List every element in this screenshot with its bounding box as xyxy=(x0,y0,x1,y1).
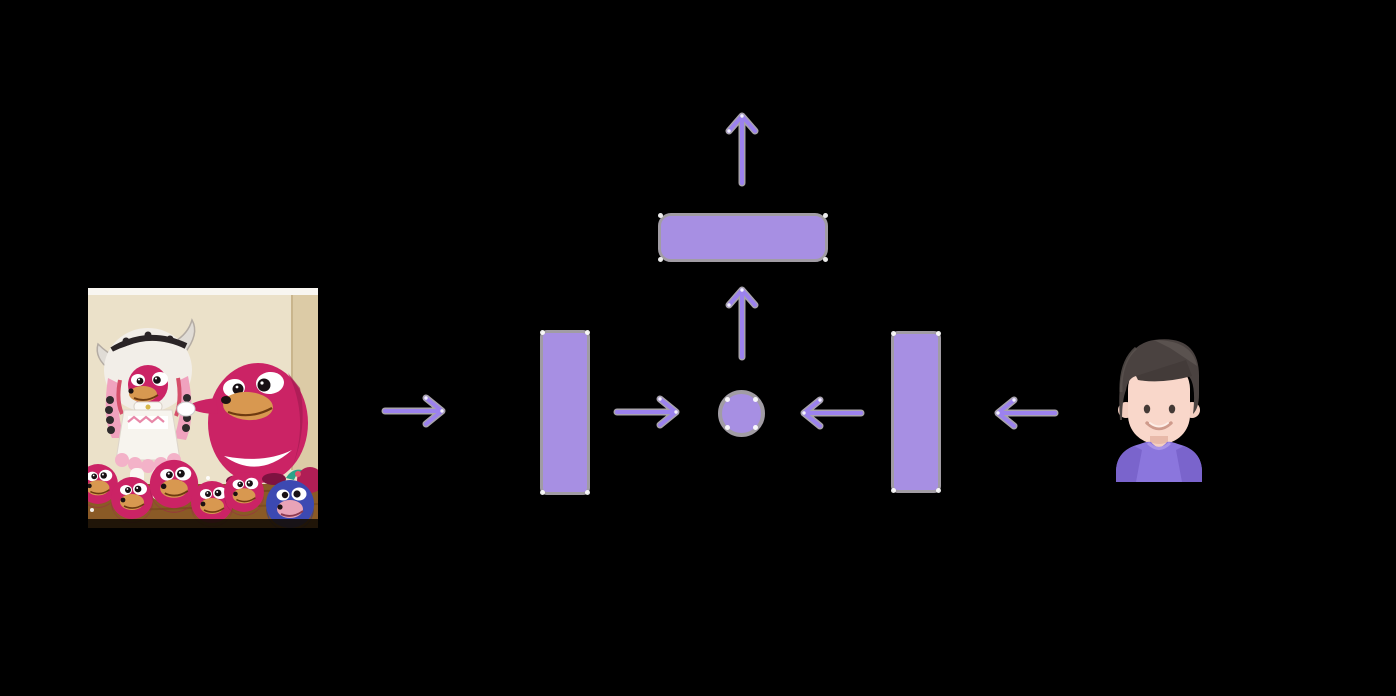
meme-anime-girl xyxy=(96,318,196,500)
handle-dot xyxy=(540,490,545,495)
avatar-shirt xyxy=(1116,441,1202,482)
handle-dot xyxy=(823,213,828,218)
meme-top-strip xyxy=(88,288,318,295)
meme-small-knuckles-group xyxy=(88,458,265,528)
avatar-eye xyxy=(1143,404,1151,414)
handle-dot xyxy=(725,397,730,402)
handle-dot xyxy=(725,425,730,430)
item-encoder-block xyxy=(540,330,590,495)
handle-dot xyxy=(540,330,545,335)
meme-blue-knuckles xyxy=(266,469,314,528)
handle-dot xyxy=(658,257,663,262)
user-avatar xyxy=(1116,339,1202,482)
avatar-hair xyxy=(1119,339,1200,420)
avatar-smile xyxy=(1145,421,1173,431)
handle-dot xyxy=(753,425,758,430)
arrow-up-output xyxy=(725,112,759,187)
handle-dot xyxy=(891,331,896,336)
handle-dot xyxy=(585,330,590,335)
meme-big-knuckles xyxy=(176,363,318,493)
item-image-meme xyxy=(88,288,318,528)
avatar-eye xyxy=(1168,404,1176,414)
dot-product-circle xyxy=(718,390,765,437)
handle-dot xyxy=(753,397,758,402)
handle-dot xyxy=(891,488,896,493)
handle-dot xyxy=(936,488,941,493)
arrow-left-encoder-to-dot xyxy=(800,396,865,430)
arrow-right-image-to-encoder xyxy=(381,394,446,428)
handle-dot xyxy=(823,257,828,262)
arrow-up-dot-to-output xyxy=(725,286,759,361)
handle-dot xyxy=(658,213,663,218)
handle-dot xyxy=(936,331,941,336)
output-block xyxy=(658,213,828,262)
avatar-neck-shadow xyxy=(1150,436,1168,444)
avatar-face xyxy=(1128,360,1190,444)
handle-dot xyxy=(585,490,590,495)
arrow-right-encoder-to-dot xyxy=(613,395,680,429)
arrow-left-user-to-encoder xyxy=(994,396,1059,430)
user-encoder-block xyxy=(891,331,941,493)
